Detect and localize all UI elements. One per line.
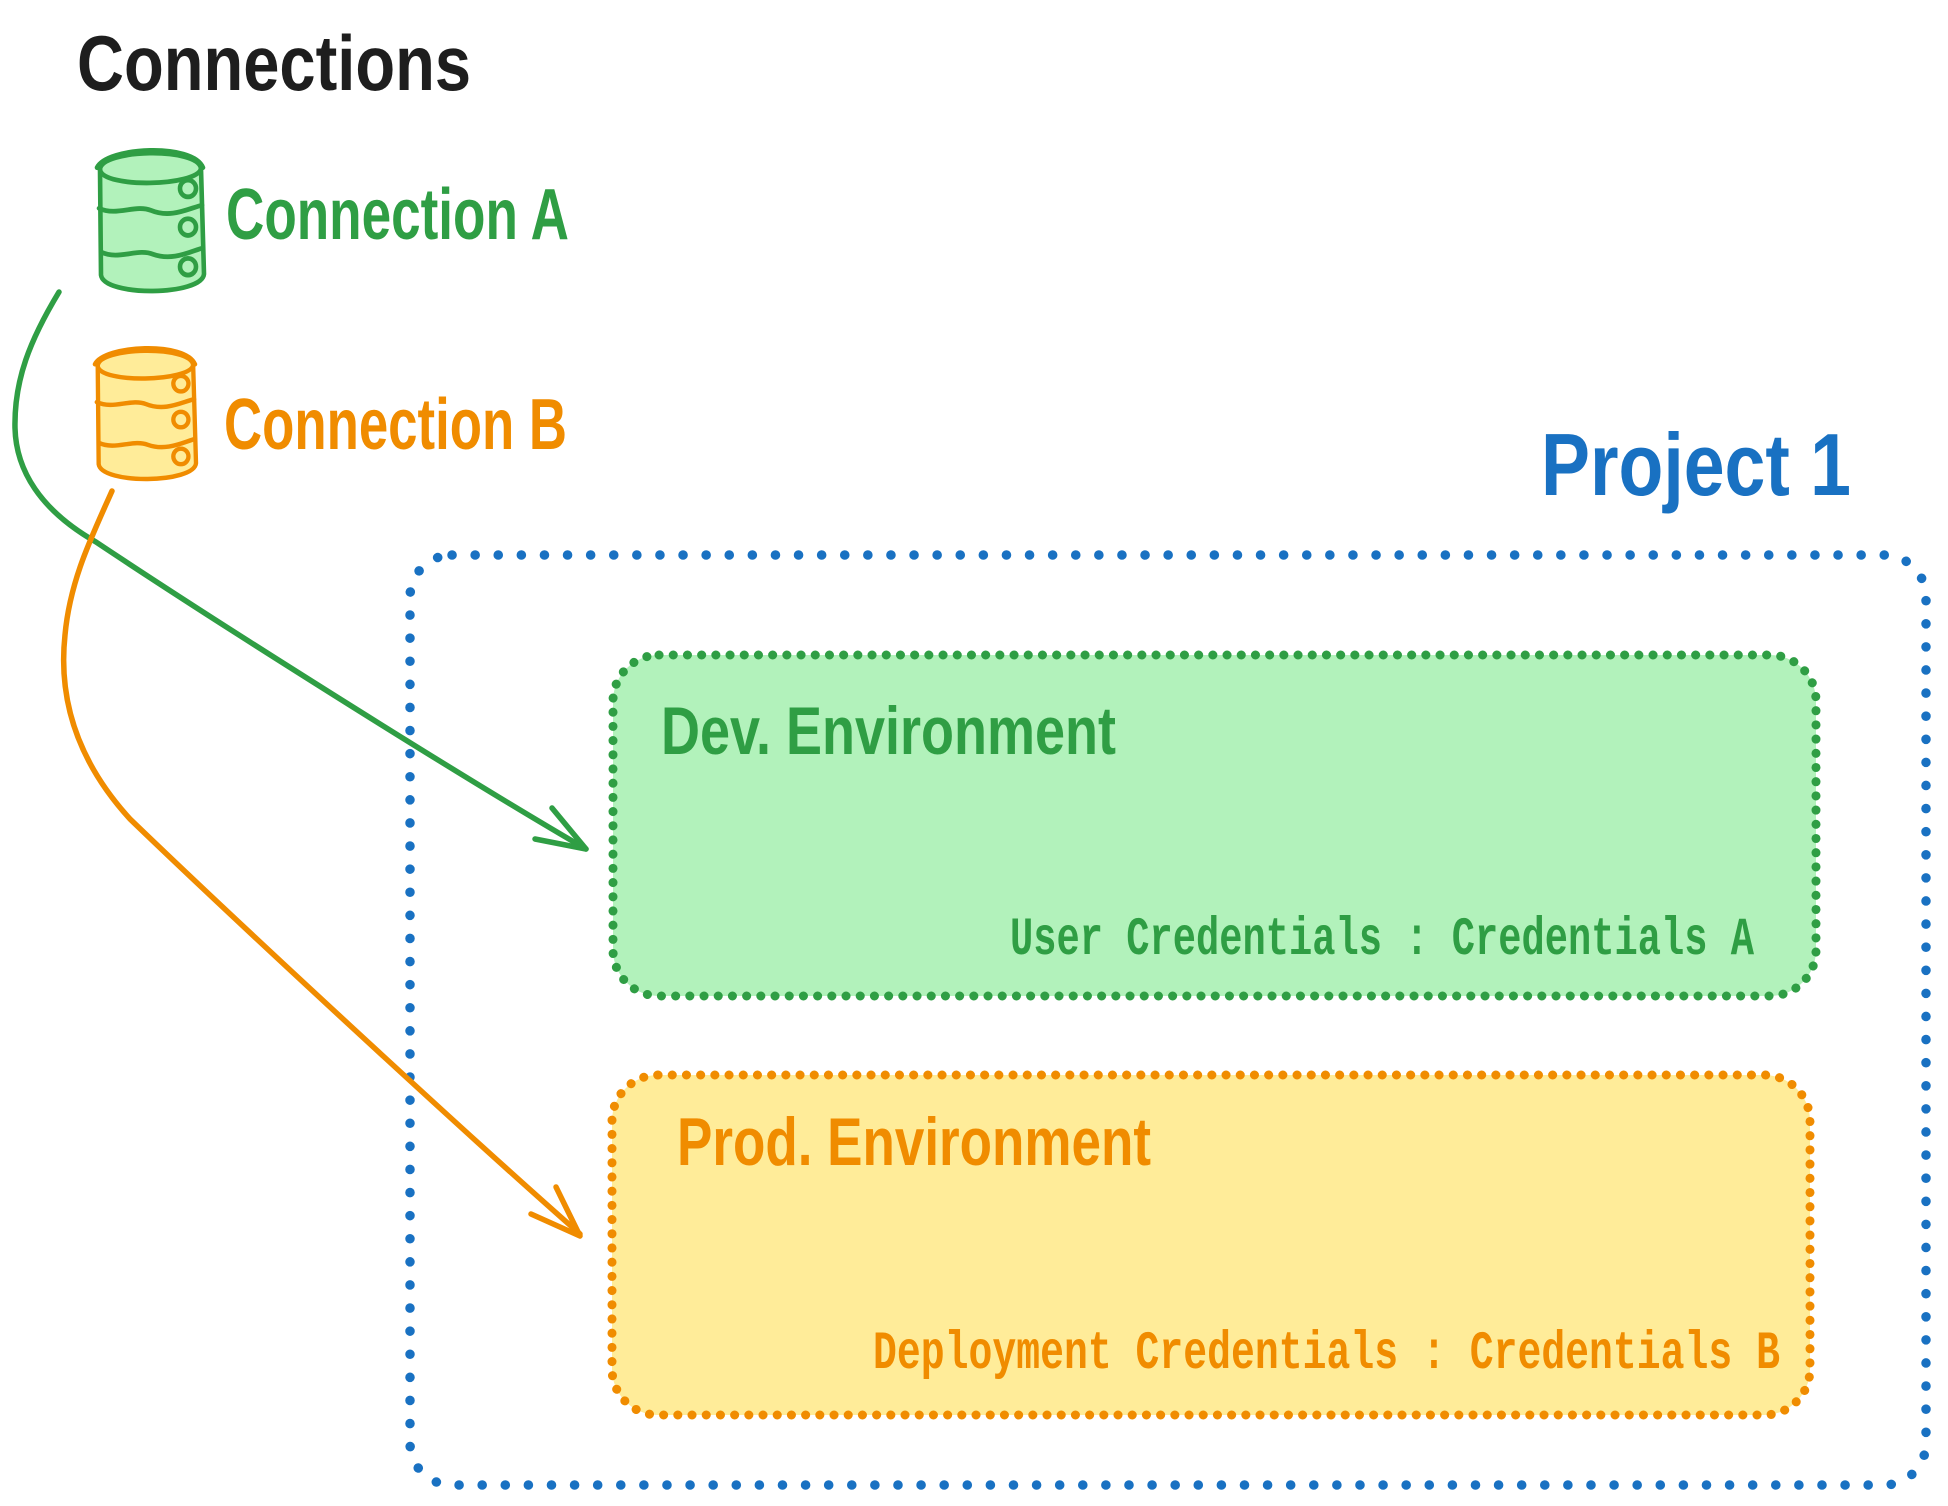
svg-text:Connections: Connections [77, 19, 471, 107]
svg-text:Connection B: Connection B [224, 385, 567, 465]
svg-text:Project 1: Project 1 [1541, 415, 1851, 514]
svg-text:Deployment Credentials : Crede: Deployment Credentials : Credentials B [873, 1324, 1780, 1385]
svg-text:Connection A: Connection A [226, 175, 569, 255]
svg-text:User Credentials : Credentials: User Credentials : Credentials A [1010, 910, 1754, 971]
svg-text:Dev. Environment: Dev. Environment [661, 693, 1116, 769]
svg-text:Prod. Environment: Prod. Environment [677, 1104, 1151, 1180]
